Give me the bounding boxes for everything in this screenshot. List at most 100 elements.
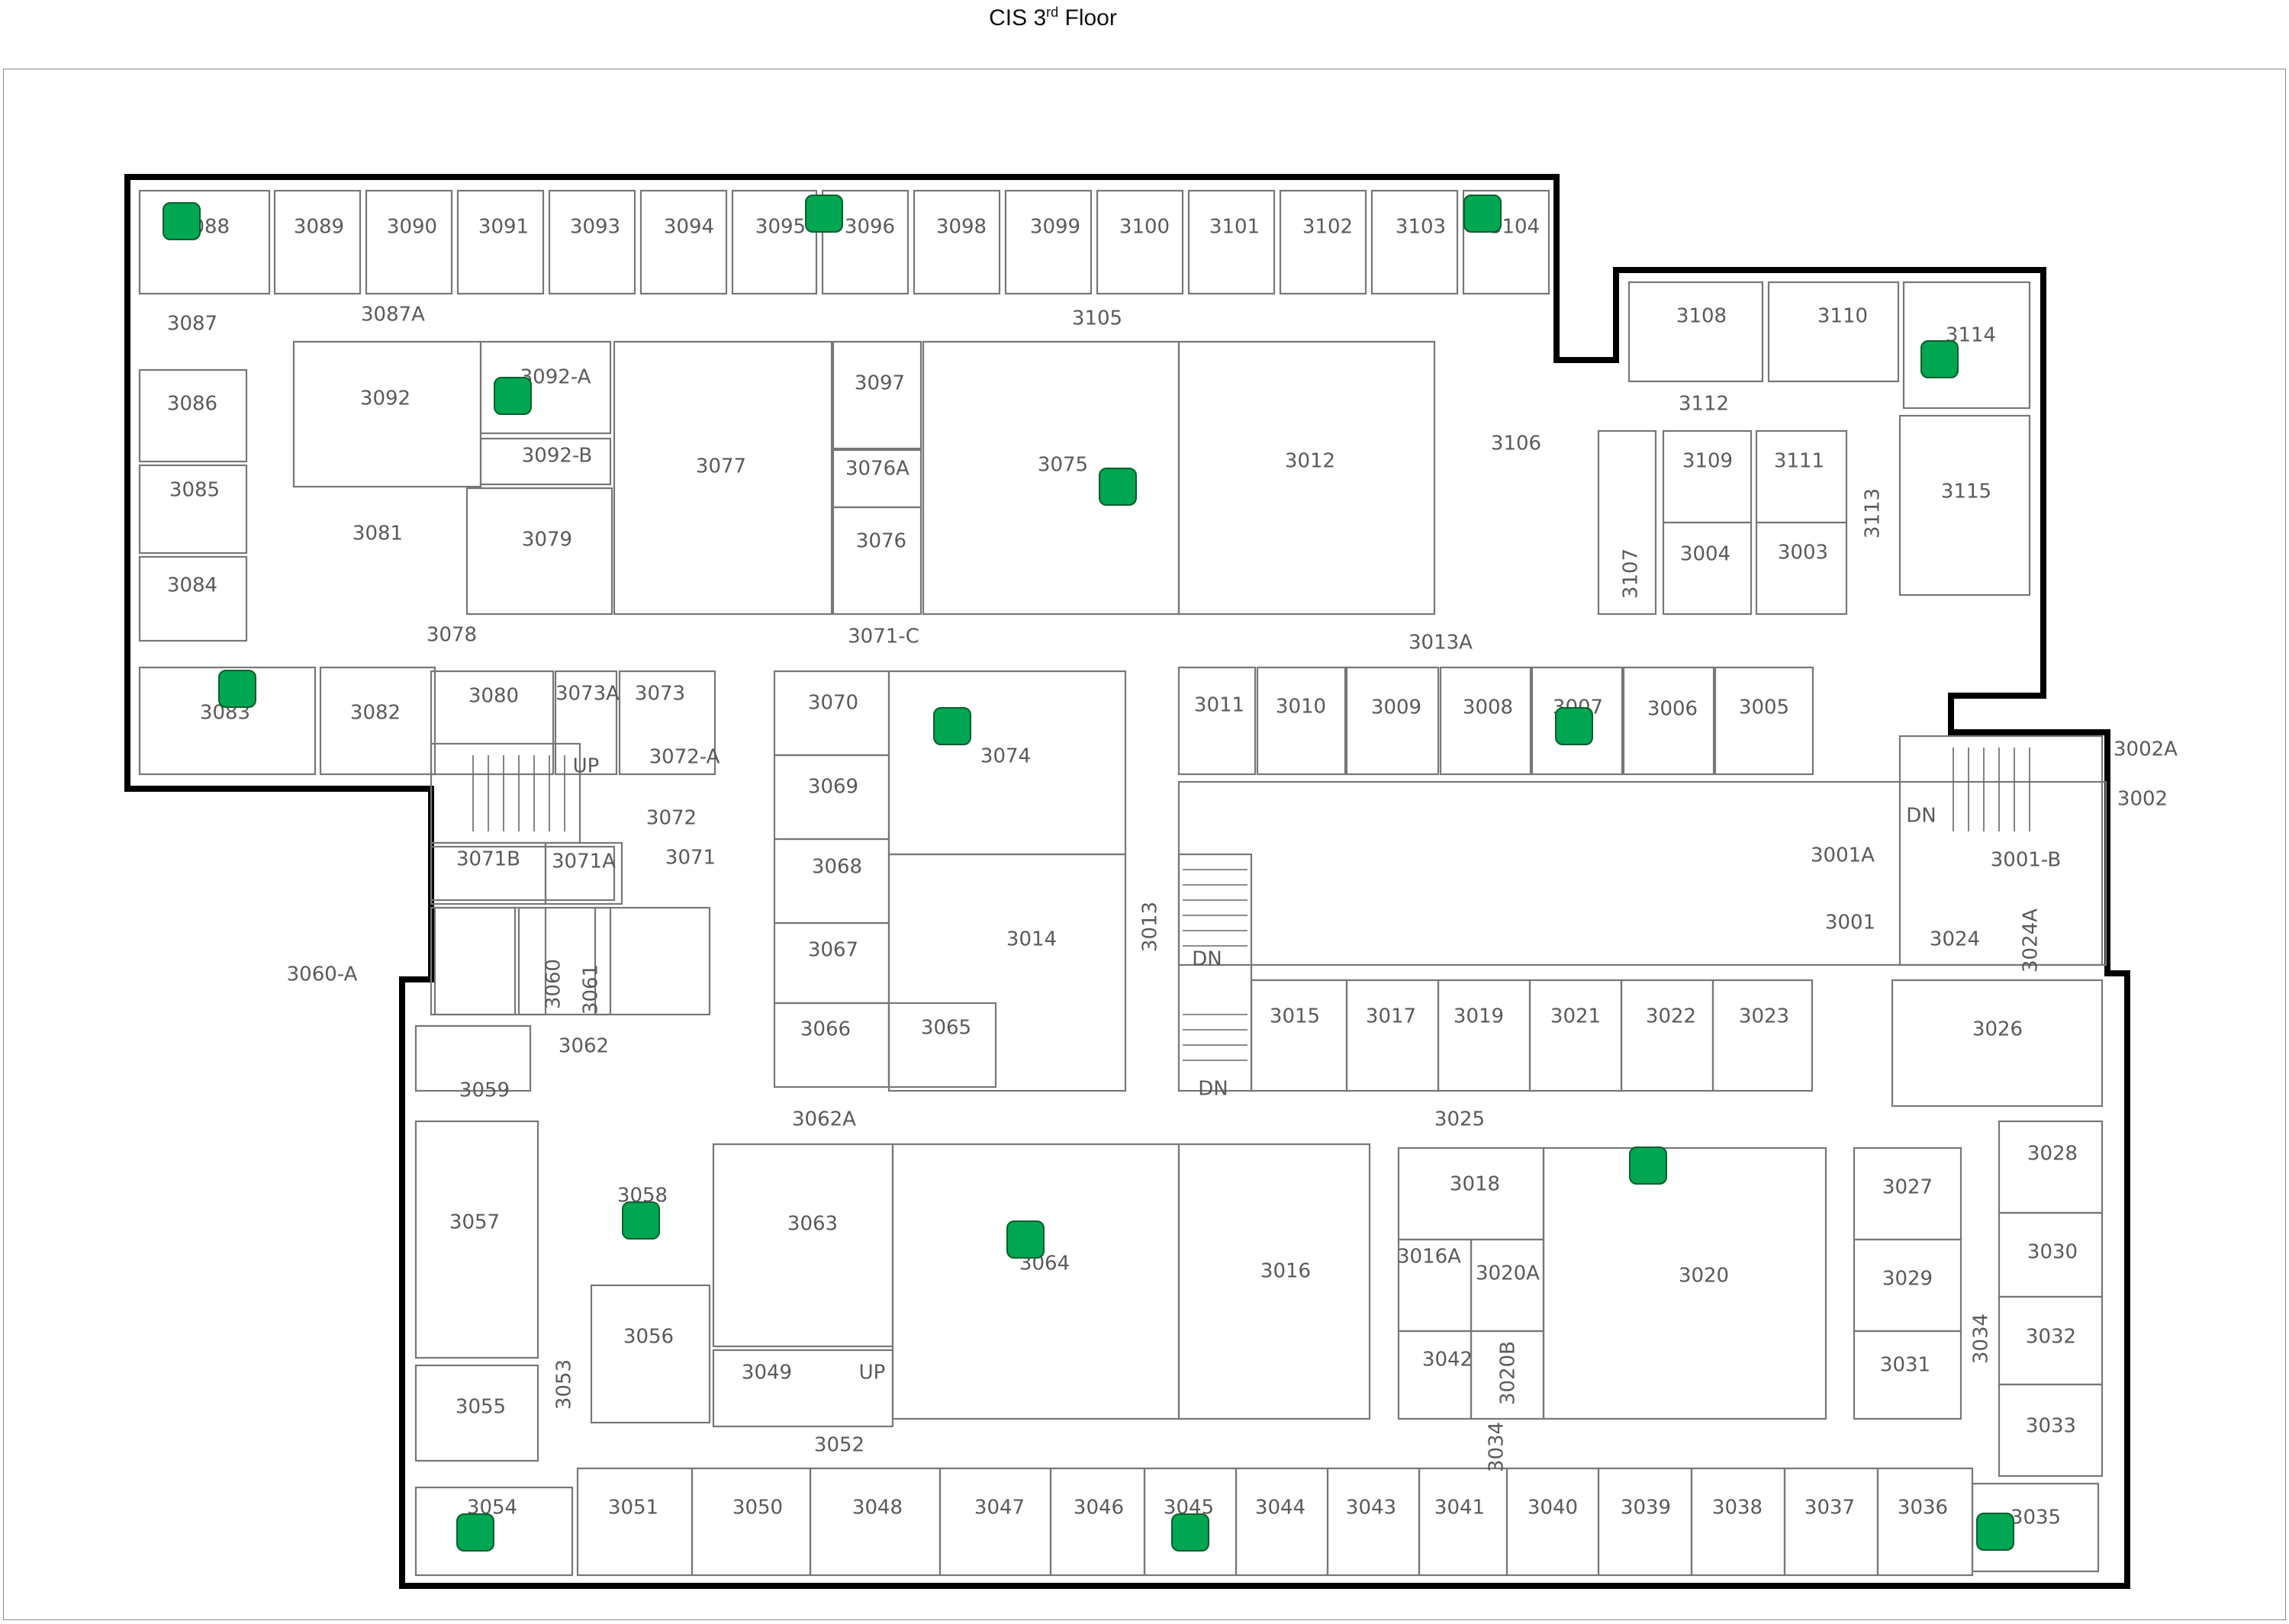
room-label-3048: 3048 (852, 1497, 903, 1519)
room-label-3070: 3070 (808, 692, 858, 715)
room-label-3071: 3071 (665, 847, 716, 870)
room-label-3046: 3046 (1074, 1497, 1124, 1519)
marker-3083[interactable] (218, 670, 256, 708)
room-label-3092-a: 3092-A (520, 366, 591, 389)
room-label-3016: 3016 (1260, 1260, 1311, 1283)
room-label-3062: 3062 (559, 1035, 609, 1058)
room-label-3057: 3057 (449, 1211, 500, 1234)
room-label-3098: 3098 (936, 216, 987, 239)
room-label-3068: 3068 (812, 856, 862, 879)
room-label-3017: 3017 (1366, 1005, 1416, 1028)
building-outline (124, 174, 2130, 1589)
room-label-3008: 3008 (1463, 696, 1513, 719)
stairs-center (1183, 869, 1248, 1061)
marker-3058[interactable] (622, 1201, 660, 1240)
room-label-3062a: 3062A (792, 1108, 856, 1131)
room-label-3024: 3024 (1930, 928, 1980, 951)
room-label-3019: 3019 (1454, 1005, 1504, 1028)
marker-3054[interactable] (456, 1513, 494, 1552)
room-label-3034: 3034 (1486, 1422, 1508, 1472)
marker-3045[interactable] (1171, 1513, 1209, 1552)
marker-3095[interactable] (805, 195, 843, 233)
page-title: CIS 3rd Floor (0, 5, 2106, 31)
marker-3007[interactable] (1555, 707, 1593, 745)
room-label-3032: 3032 (2026, 1326, 2076, 1349)
room-label-3034: 3034 (1970, 1314, 1993, 1364)
marker-3035[interactable] (1976, 1513, 2014, 1551)
room-label-3071-c: 3071-C (848, 625, 919, 648)
marker-3114[interactable] (1920, 340, 1959, 378)
room-label-up: UP (859, 1362, 886, 1384)
room-label-3005: 3005 (1739, 696, 1789, 719)
room-label-3020a: 3020A (1476, 1262, 1540, 1285)
title-text: CIS 3 (989, 5, 1047, 31)
room-label-up: UP (573, 755, 600, 778)
title-tail: Floor (1058, 5, 1117, 31)
room-label-3102: 3102 (1302, 216, 1353, 239)
room-label-3079: 3079 (522, 529, 572, 552)
room-label-3077: 3077 (696, 455, 746, 478)
room-label-3001: 3001 (1825, 912, 1875, 934)
room-label-3013: 3013 (1139, 902, 1162, 952)
room-label-3073a: 3073A (555, 683, 620, 706)
room-label-3026: 3026 (1972, 1018, 2023, 1041)
stairs-right (1953, 748, 2030, 831)
room-label-3063: 3063 (787, 1213, 838, 1236)
room-label-3112: 3112 (1679, 393, 1729, 416)
room-label-3024a: 3024A (2020, 908, 2043, 973)
marker-3075[interactable] (1099, 468, 1137, 506)
room-label-3065: 3065 (921, 1017, 971, 1040)
room-label-3027: 3027 (1882, 1176, 1933, 1199)
room-label-dn: DN (1906, 805, 1936, 828)
room-label-3035: 3035 (2011, 1507, 2061, 1529)
room-label-3049: 3049 (742, 1362, 792, 1384)
room-label-3028: 3028 (2027, 1143, 2078, 1166)
title-superscript: rd (1046, 5, 1059, 20)
marker-3020[interactable] (1629, 1146, 1667, 1185)
room-label-3059: 3059 (459, 1079, 510, 1102)
marker-3074[interactable] (933, 707, 971, 745)
room-label-3020b: 3020B (1497, 1341, 1520, 1405)
room-label-3075: 3075 (1038, 454, 1088, 477)
room-label-3109: 3109 (1682, 450, 1733, 473)
room-label-3100: 3100 (1119, 216, 1170, 239)
marker-3064[interactable] (1006, 1220, 1045, 1259)
room-label-3076a: 3076A (845, 458, 909, 481)
room-label-3092: 3092 (360, 388, 410, 410)
room-label-3042: 3042 (1422, 1349, 1473, 1372)
marker-3088[interactable] (163, 202, 201, 240)
marker-3092-A[interactable] (494, 377, 532, 415)
room-label-3009: 3009 (1371, 696, 1421, 719)
room-label-3055: 3055 (456, 1396, 506, 1419)
room-label-3060-a: 3060-A (287, 963, 358, 986)
room-label-3084: 3084 (167, 574, 217, 597)
map-frame (3, 69, 2286, 1620)
stairs-left (472, 755, 565, 831)
room-label-3014: 3014 (1006, 928, 1057, 951)
room-label-3030: 3030 (2027, 1241, 2078, 1264)
room-label-3097: 3097 (855, 372, 905, 395)
room-label-3115: 3115 (1941, 481, 1991, 503)
room-label-3071a: 3071A (552, 851, 616, 873)
room-label-3087: 3087 (167, 313, 217, 336)
room-label-3067: 3067 (808, 939, 858, 962)
room-label-3111: 3111 (1774, 450, 1824, 473)
room-label-3041: 3041 (1434, 1497, 1485, 1519)
room-label-3006: 3006 (1647, 698, 1698, 721)
interior-walls (138, 189, 2107, 1577)
room-label-3072: 3072 (646, 807, 697, 830)
room-label-3103: 3103 (1396, 216, 1446, 239)
markers-layer (163, 195, 2014, 1552)
marker-3104[interactable] (1463, 195, 1502, 233)
room-label-3110: 3110 (1817, 305, 1868, 328)
room-label-3099: 3099 (1030, 216, 1080, 239)
room-label-3093: 3093 (570, 216, 620, 239)
room-label-3080: 3080 (468, 685, 519, 708)
room-label-3086: 3086 (167, 393, 217, 416)
room-label-3038: 3038 (1712, 1497, 1763, 1519)
room-label-3090: 3090 (387, 216, 437, 239)
room-label-3076: 3076 (856, 530, 906, 553)
room-label-3050: 3050 (732, 1497, 783, 1519)
room-label-3031: 3031 (1880, 1354, 1930, 1377)
